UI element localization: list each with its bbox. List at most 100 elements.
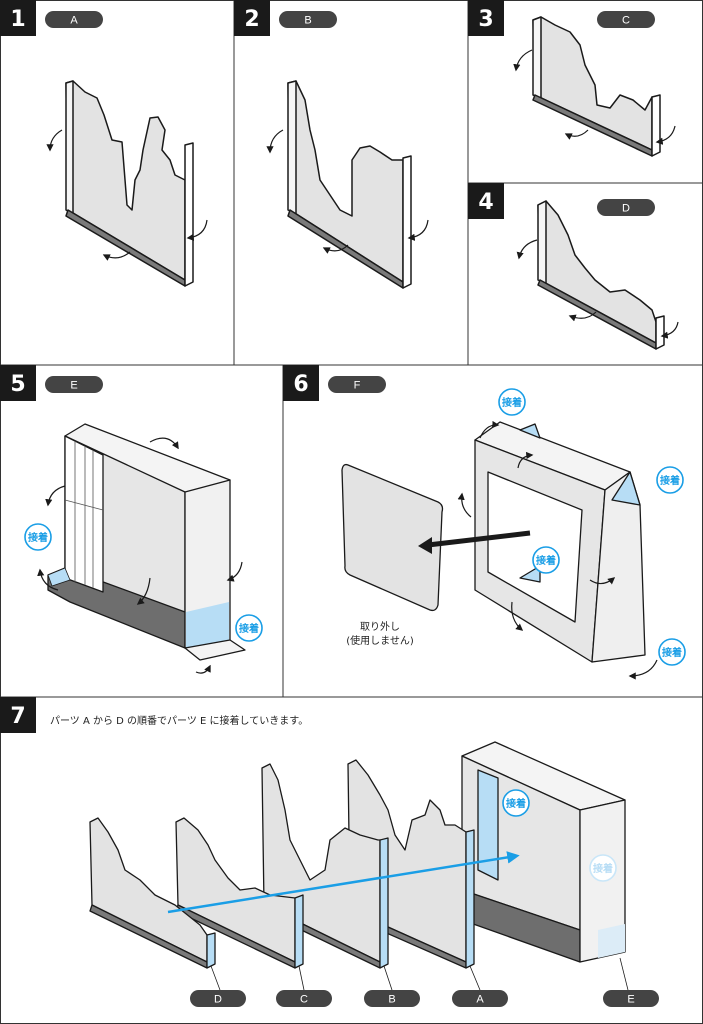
svg-text:接着: 接着 — [536, 554, 556, 567]
glue-badge: 接着 — [235, 614, 263, 642]
step-number-box — [0, 0, 36, 36]
step-number-box — [468, 0, 504, 36]
step-3-panel: 3 C — [468, 0, 676, 157]
step-number-box — [0, 365, 36, 401]
step-number: 6 — [293, 372, 308, 397]
svg-text:接着: 接着 — [28, 531, 48, 544]
step7-label-d: D — [190, 990, 246, 1007]
fold-arrow-icon — [407, 219, 429, 241]
step7-label-b: B — [364, 990, 420, 1007]
fold-arrow-icon — [628, 659, 658, 680]
step-number-box — [234, 0, 270, 36]
step-number: 2 — [244, 7, 259, 32]
rotate-arrow-icon — [511, 601, 524, 631]
rotate-arrow-icon — [46, 129, 63, 152]
rotate-arrow-icon — [517, 451, 534, 469]
step7-label-c: C — [276, 990, 332, 1007]
part-f-frame — [474, 421, 646, 663]
step7-label-e: E — [603, 990, 659, 1007]
svg-text:接着: 接着 — [662, 646, 682, 659]
step-number-box — [283, 365, 319, 401]
svg-text:C: C — [300, 994, 308, 1006]
part-e-piece — [47, 423, 246, 661]
part-label: A — [70, 15, 78, 27]
removal-arrow — [427, 530, 531, 548]
removal-arrow-head — [418, 537, 432, 554]
step-number: 7 — [10, 704, 25, 729]
glue-badge: 接着 — [498, 388, 526, 416]
rotate-arrow-icon — [564, 129, 589, 140]
step-7-panel: 7 パーツ A から D の順番でパーツ E に接着していきます。 — [0, 697, 659, 1007]
part-pill — [279, 11, 337, 28]
step-2-panel: 2 B — [234, 0, 429, 289]
remove-note: 取り外し — [360, 621, 400, 633]
part-label: E — [70, 380, 77, 392]
part-d-piece — [537, 200, 665, 350]
svg-text:接着: 接着 — [239, 622, 259, 635]
glue-badge: 接着 — [656, 466, 684, 494]
part-a-piece — [65, 80, 194, 287]
step-6-panel: 6 F 接着 接着 接着 — [283, 365, 686, 680]
part-label: C — [622, 15, 630, 27]
step-number-box — [468, 183, 504, 219]
svg-text:接着: 接着 — [502, 396, 522, 409]
fold-arrow-icon — [226, 561, 243, 582]
fold-arrow-icon — [660, 321, 679, 339]
step7-part-c — [175, 817, 304, 969]
glue-badge: 接着 — [502, 789, 530, 817]
part-b-piece — [287, 80, 412, 289]
rotate-arrow-icon — [45, 485, 66, 507]
part-c-piece — [532, 16, 661, 157]
removed-insert — [341, 463, 444, 612]
glue-badge: 接着 — [658, 638, 686, 666]
svg-text:接着: 接着 — [593, 862, 613, 875]
svg-text:接着: 接着 — [506, 797, 526, 810]
fold-arrow-icon — [186, 219, 208, 241]
svg-text:A: A — [476, 994, 484, 1006]
part-label: D — [622, 203, 630, 215]
step-number-box — [0, 697, 36, 733]
rotate-arrow-icon — [149, 437, 179, 450]
step7-part-d — [89, 817, 216, 969]
glue-badge: 接着 — [532, 546, 560, 574]
part-pill — [45, 11, 103, 28]
step7-label-a: A — [452, 990, 508, 1007]
step-number: 4 — [478, 190, 493, 215]
rotate-arrow-icon — [266, 129, 284, 154]
assembly-direction-arrow — [167, 851, 520, 914]
rotate-arrow-icon — [513, 49, 533, 72]
leader-lines — [210, 957, 629, 991]
part-label: B — [304, 15, 311, 27]
part-pill — [597, 199, 655, 216]
step-number: 5 — [10, 372, 25, 397]
rotate-arrow-icon — [102, 251, 131, 261]
step-number: 3 — [478, 7, 493, 32]
remove-note-sub: (使用しません) — [346, 634, 414, 647]
fold-arrow-icon — [655, 125, 676, 145]
rotate-arrow-icon — [37, 568, 59, 591]
part-pill — [328, 376, 386, 393]
fold-arrow-icon — [479, 420, 500, 439]
step-5-panel: 5 E 接着 — [0, 365, 263, 674]
svg-text:接着: 接着 — [660, 474, 680, 487]
rotate-arrow-icon — [516, 239, 538, 260]
rotate-arrow-icon — [457, 492, 472, 518]
rotate-arrow-icon — [589, 577, 616, 585]
part-label: F — [354, 380, 361, 392]
part-pill — [597, 11, 655, 28]
svg-text:E: E — [627, 994, 634, 1006]
step-1-panel: 1 A — [0, 0, 208, 287]
fold-arrow-icon — [195, 664, 211, 674]
glue-badge: 接着 — [24, 523, 52, 551]
rotate-arrow-icon — [568, 311, 597, 322]
fold-arrow-icon — [136, 577, 151, 605]
step-number: 1 — [10, 7, 25, 32]
instruction-text: パーツ A から D の順番でパーツ E に接着していきます。 — [50, 714, 308, 727]
part-pill — [45, 376, 103, 393]
glue-badge: 接着 — [589, 854, 617, 882]
rotate-arrow-icon — [322, 244, 349, 254]
step-4-panel: 4 D — [468, 183, 679, 350]
step7-part-e — [461, 741, 626, 963]
svg-text:B: B — [388, 994, 395, 1006]
